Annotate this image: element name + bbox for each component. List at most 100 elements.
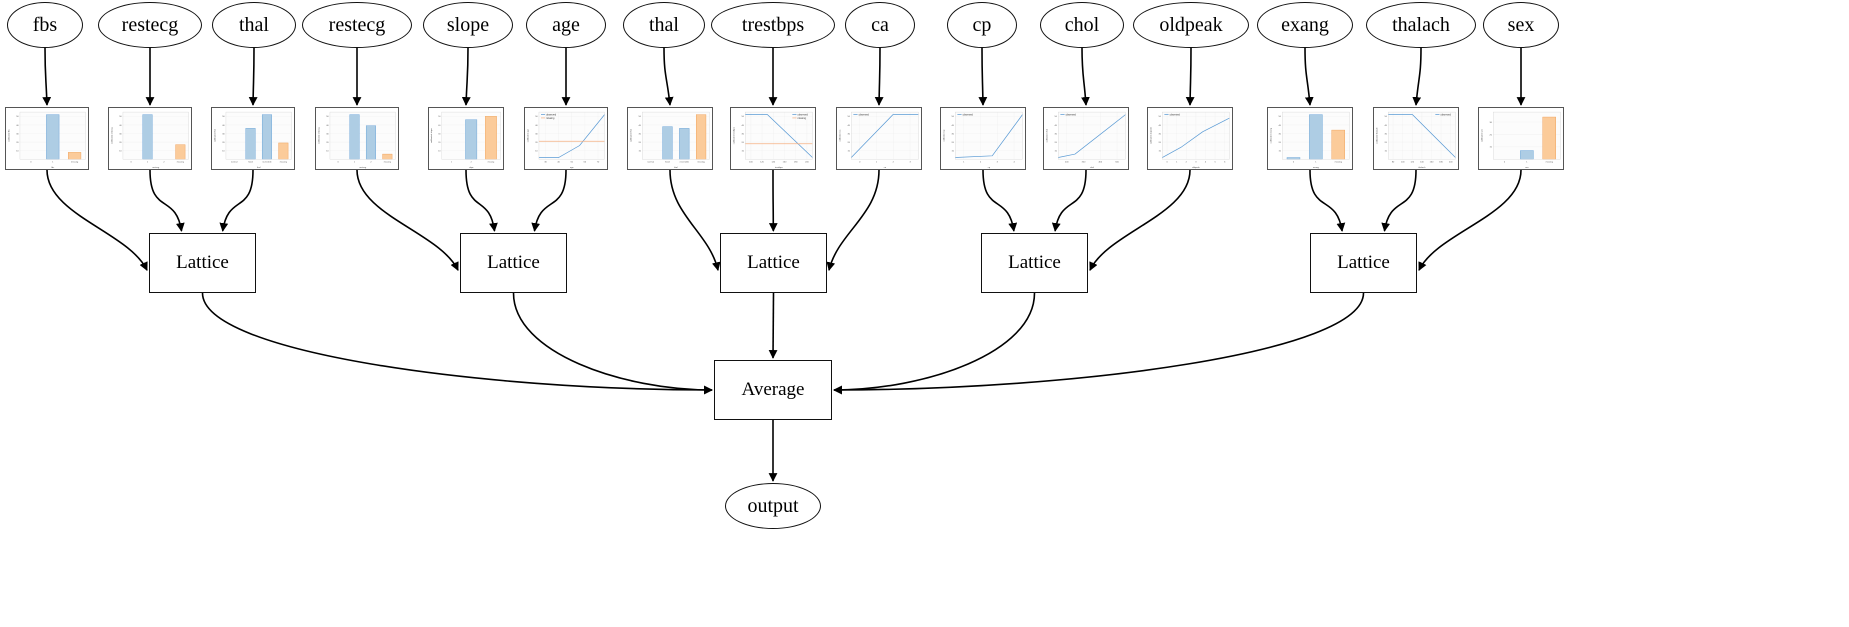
feature-node-cp[interactable]: cp <box>947 2 1017 48</box>
svg-text:2: 2 <box>1186 162 1188 164</box>
svg-text:500: 500 <box>1115 162 1119 164</box>
svg-text:50: 50 <box>1385 116 1388 118</box>
feature-node-age[interactable]: age <box>526 2 606 48</box>
svg-text:50: 50 <box>952 116 955 118</box>
lattice-node-3[interactable]: Lattice <box>981 233 1088 293</box>
lattice-node-2[interactable]: Lattice <box>720 233 827 293</box>
svg-text:10: 10 <box>742 151 745 153</box>
feature-node-label: exang <box>1281 13 1329 36</box>
average-node[interactable]: Average <box>714 360 832 420</box>
svg-text:20: 20 <box>326 142 329 144</box>
svg-text:calibrated cp: calibrated cp <box>942 129 945 142</box>
edge <box>663 47 674 106</box>
edge <box>1051 169 1087 232</box>
svg-text:0: 0 <box>859 162 861 164</box>
svg-text:observed: observed <box>798 113 809 116</box>
svg-text:10: 10 <box>119 151 122 153</box>
svg-text:calibrated restecg: calibrated restecg <box>110 127 113 144</box>
feature-node-label: restecg <box>121 13 179 36</box>
svg-text:exang: exang <box>1313 167 1320 169</box>
svg-text:chol: chol <box>1090 167 1094 169</box>
feature-node-ca[interactable]: ca <box>845 2 915 48</box>
svg-text:100: 100 <box>1401 162 1405 164</box>
svg-text:50: 50 <box>119 116 122 118</box>
lattice-node-label: Lattice <box>747 252 800 273</box>
svg-text:3: 3 <box>1195 162 1197 164</box>
svg-text:thal: thal <box>257 166 261 169</box>
svg-text:1: 1 <box>52 162 54 164</box>
svg-text:0: 0 <box>1166 162 1168 164</box>
svg-text:calibrated sex: calibrated sex <box>1480 128 1483 142</box>
feature-node-oldpeak[interactable]: oldpeak <box>1133 2 1249 48</box>
svg-text:oldpeak: oldpeak <box>1192 167 1201 169</box>
edge <box>669 169 721 272</box>
svg-text:160: 160 <box>1430 162 1434 164</box>
svg-text:30: 30 <box>1279 133 1282 135</box>
svg-text:200: 200 <box>805 162 809 164</box>
edge <box>219 169 254 232</box>
svg-text:40: 40 <box>742 125 745 127</box>
svg-text:calibrated exang: calibrated exang <box>1269 127 1272 143</box>
svg-text:40: 40 <box>438 125 441 127</box>
feature-node-restecg[interactable]: restecg <box>98 2 202 48</box>
feature-node-slope[interactable]: slope <box>423 2 513 48</box>
svg-text:1: 1 <box>354 162 356 164</box>
edge <box>42 47 52 106</box>
feature-node-trestbps[interactable]: trestbps <box>711 2 835 48</box>
svg-text:40: 40 <box>1279 125 1282 127</box>
svg-text:missing: missing <box>280 162 288 164</box>
svg-text:missing: missing <box>697 162 705 164</box>
feature-node-label: thalach <box>1392 13 1450 36</box>
feature-node-thal[interactable]: thal <box>212 2 296 48</box>
svg-text:2: 2 <box>980 162 982 164</box>
lattice-node-0[interactable]: Lattice <box>149 233 256 293</box>
feature-node-label: age <box>552 13 580 36</box>
svg-text:20: 20 <box>438 142 441 144</box>
svg-text:30: 30 <box>742 133 745 135</box>
svg-text:1: 1 <box>1176 162 1178 164</box>
svg-text:30: 30 <box>544 162 547 164</box>
feature-node-exang[interactable]: exang <box>1257 2 1353 48</box>
feature-node-label: thal <box>649 13 679 36</box>
svg-text:50: 50 <box>1159 116 1162 118</box>
svg-text:slope: slope <box>469 167 474 169</box>
svg-text:30: 30 <box>438 133 441 135</box>
feature-node-thalach[interactable]: thalach <box>1366 2 1476 48</box>
svg-text:trestbps: trestbps <box>775 166 783 169</box>
feature-node-chol[interactable]: chol <box>1040 2 1124 48</box>
feature-node-sex[interactable]: sex <box>1483 2 1559 48</box>
svg-text:30: 30 <box>1159 133 1162 135</box>
feature-node-label: sex <box>1507 13 1535 36</box>
lattice-node-4[interactable]: Lattice <box>1310 233 1417 293</box>
lattice-node-1[interactable]: Lattice <box>460 233 567 293</box>
svg-text:calibrated ca: calibrated ca <box>838 129 841 142</box>
svg-text:10: 10 <box>1159 151 1162 153</box>
edge <box>461 47 471 106</box>
svg-text:40: 40 <box>639 125 642 127</box>
feature-node-label: oldpeak <box>1159 13 1223 36</box>
svg-text:1: 1 <box>451 162 453 164</box>
svg-text:40: 40 <box>119 125 122 127</box>
svg-text:50: 50 <box>16 116 19 118</box>
output-node[interactable]: output <box>725 483 821 529</box>
svg-text:160: 160 <box>783 162 787 164</box>
svg-text:20: 20 <box>742 142 745 144</box>
feature-node-restecg[interactable]: restecg <box>302 2 412 48</box>
feature-node-fbs[interactable]: fbs <box>7 2 83 48</box>
feature-node-thal[interactable]: thal <box>623 2 705 48</box>
